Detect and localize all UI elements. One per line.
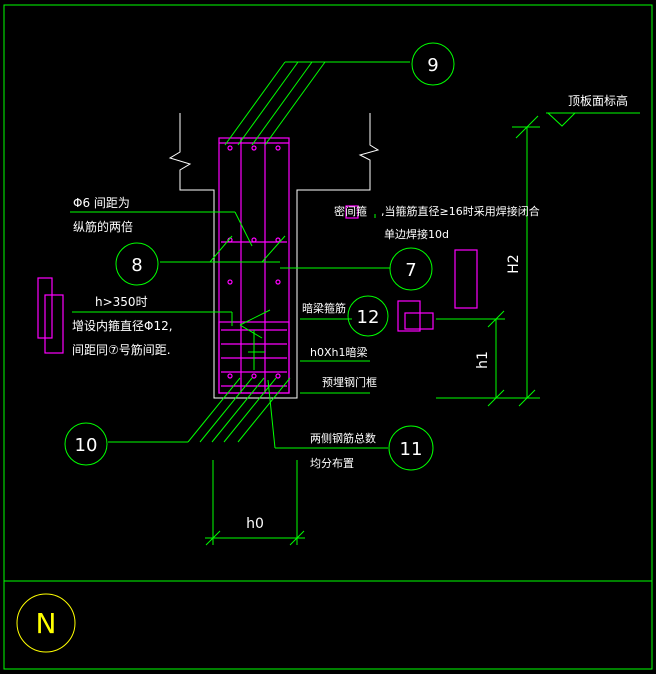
wall-outline — [168, 113, 380, 399]
bubble-12: 12 — [347, 295, 389, 337]
bubble-8-label: 8 — [131, 255, 142, 276]
note-h350-line3: 间距同⑦号筋间距. — [72, 342, 171, 357]
bubble-11-label: 11 — [400, 439, 423, 460]
dim-h2-label: H2 — [506, 254, 522, 273]
rebar-diagonals — [187, 61, 410, 443]
weld-detail — [454, 249, 478, 309]
note-h350-line1: h>350时 — [95, 295, 148, 309]
embedded-steel-frame — [37, 137, 478, 394]
beam-stirrup-detail — [397, 300, 421, 332]
bubble-7: 7 — [389, 247, 433, 291]
bubble-10: 10 — [64, 422, 108, 466]
close-stirrup-label: 密间箍 — [334, 204, 367, 218]
dark-beam-stirrup-label: 暗梁箍筋 — [302, 301, 346, 315]
north-circle — [16, 593, 76, 653]
dim-h1-label: h1 — [475, 351, 491, 369]
side-bars-line1: 两侧钢筋总数 — [310, 431, 376, 445]
drawing-frame — [3, 4, 653, 670]
top-elevation-label: 顶板面标高 — [568, 93, 628, 108]
north-marker: N — [16, 593, 76, 653]
weld-note-line1: ,当箍筋直径≥16时采用焊接闭合 — [381, 204, 540, 218]
note-h350-line2: 增设内箍直径Φ12, — [72, 318, 173, 333]
leader-lines — [70, 211, 390, 449]
note-phi6-line1: Φ6 间距为 — [73, 196, 130, 210]
side-bars-line2: 均分布置 — [310, 457, 354, 470]
bubble-8: 8 — [115, 242, 159, 286]
bubble-9-label: 9 — [427, 55, 438, 76]
bubble-10-label: 10 — [75, 435, 98, 456]
dim-h0-label: h0 — [246, 516, 264, 532]
close-stirrup-detail — [345, 205, 359, 219]
dark-beam-cage — [218, 321, 290, 394]
weld-note-line2: 单边焊接10d — [384, 227, 449, 241]
north-label: N — [36, 607, 57, 640]
dimensions — [205, 112, 640, 546]
dark-beam-label: h0Xh1暗梁 — [310, 345, 367, 359]
bubble-11: 11 — [388, 425, 434, 471]
embedded-frame-label: 预埋钢门框 — [322, 375, 377, 389]
note-phi6-line2: 纵筋的两倍 — [73, 219, 133, 234]
bubble-7-label: 7 — [405, 260, 416, 281]
bubble-12-label: 12 — [357, 307, 380, 328]
bubble-9: 9 — [411, 42, 455, 86]
